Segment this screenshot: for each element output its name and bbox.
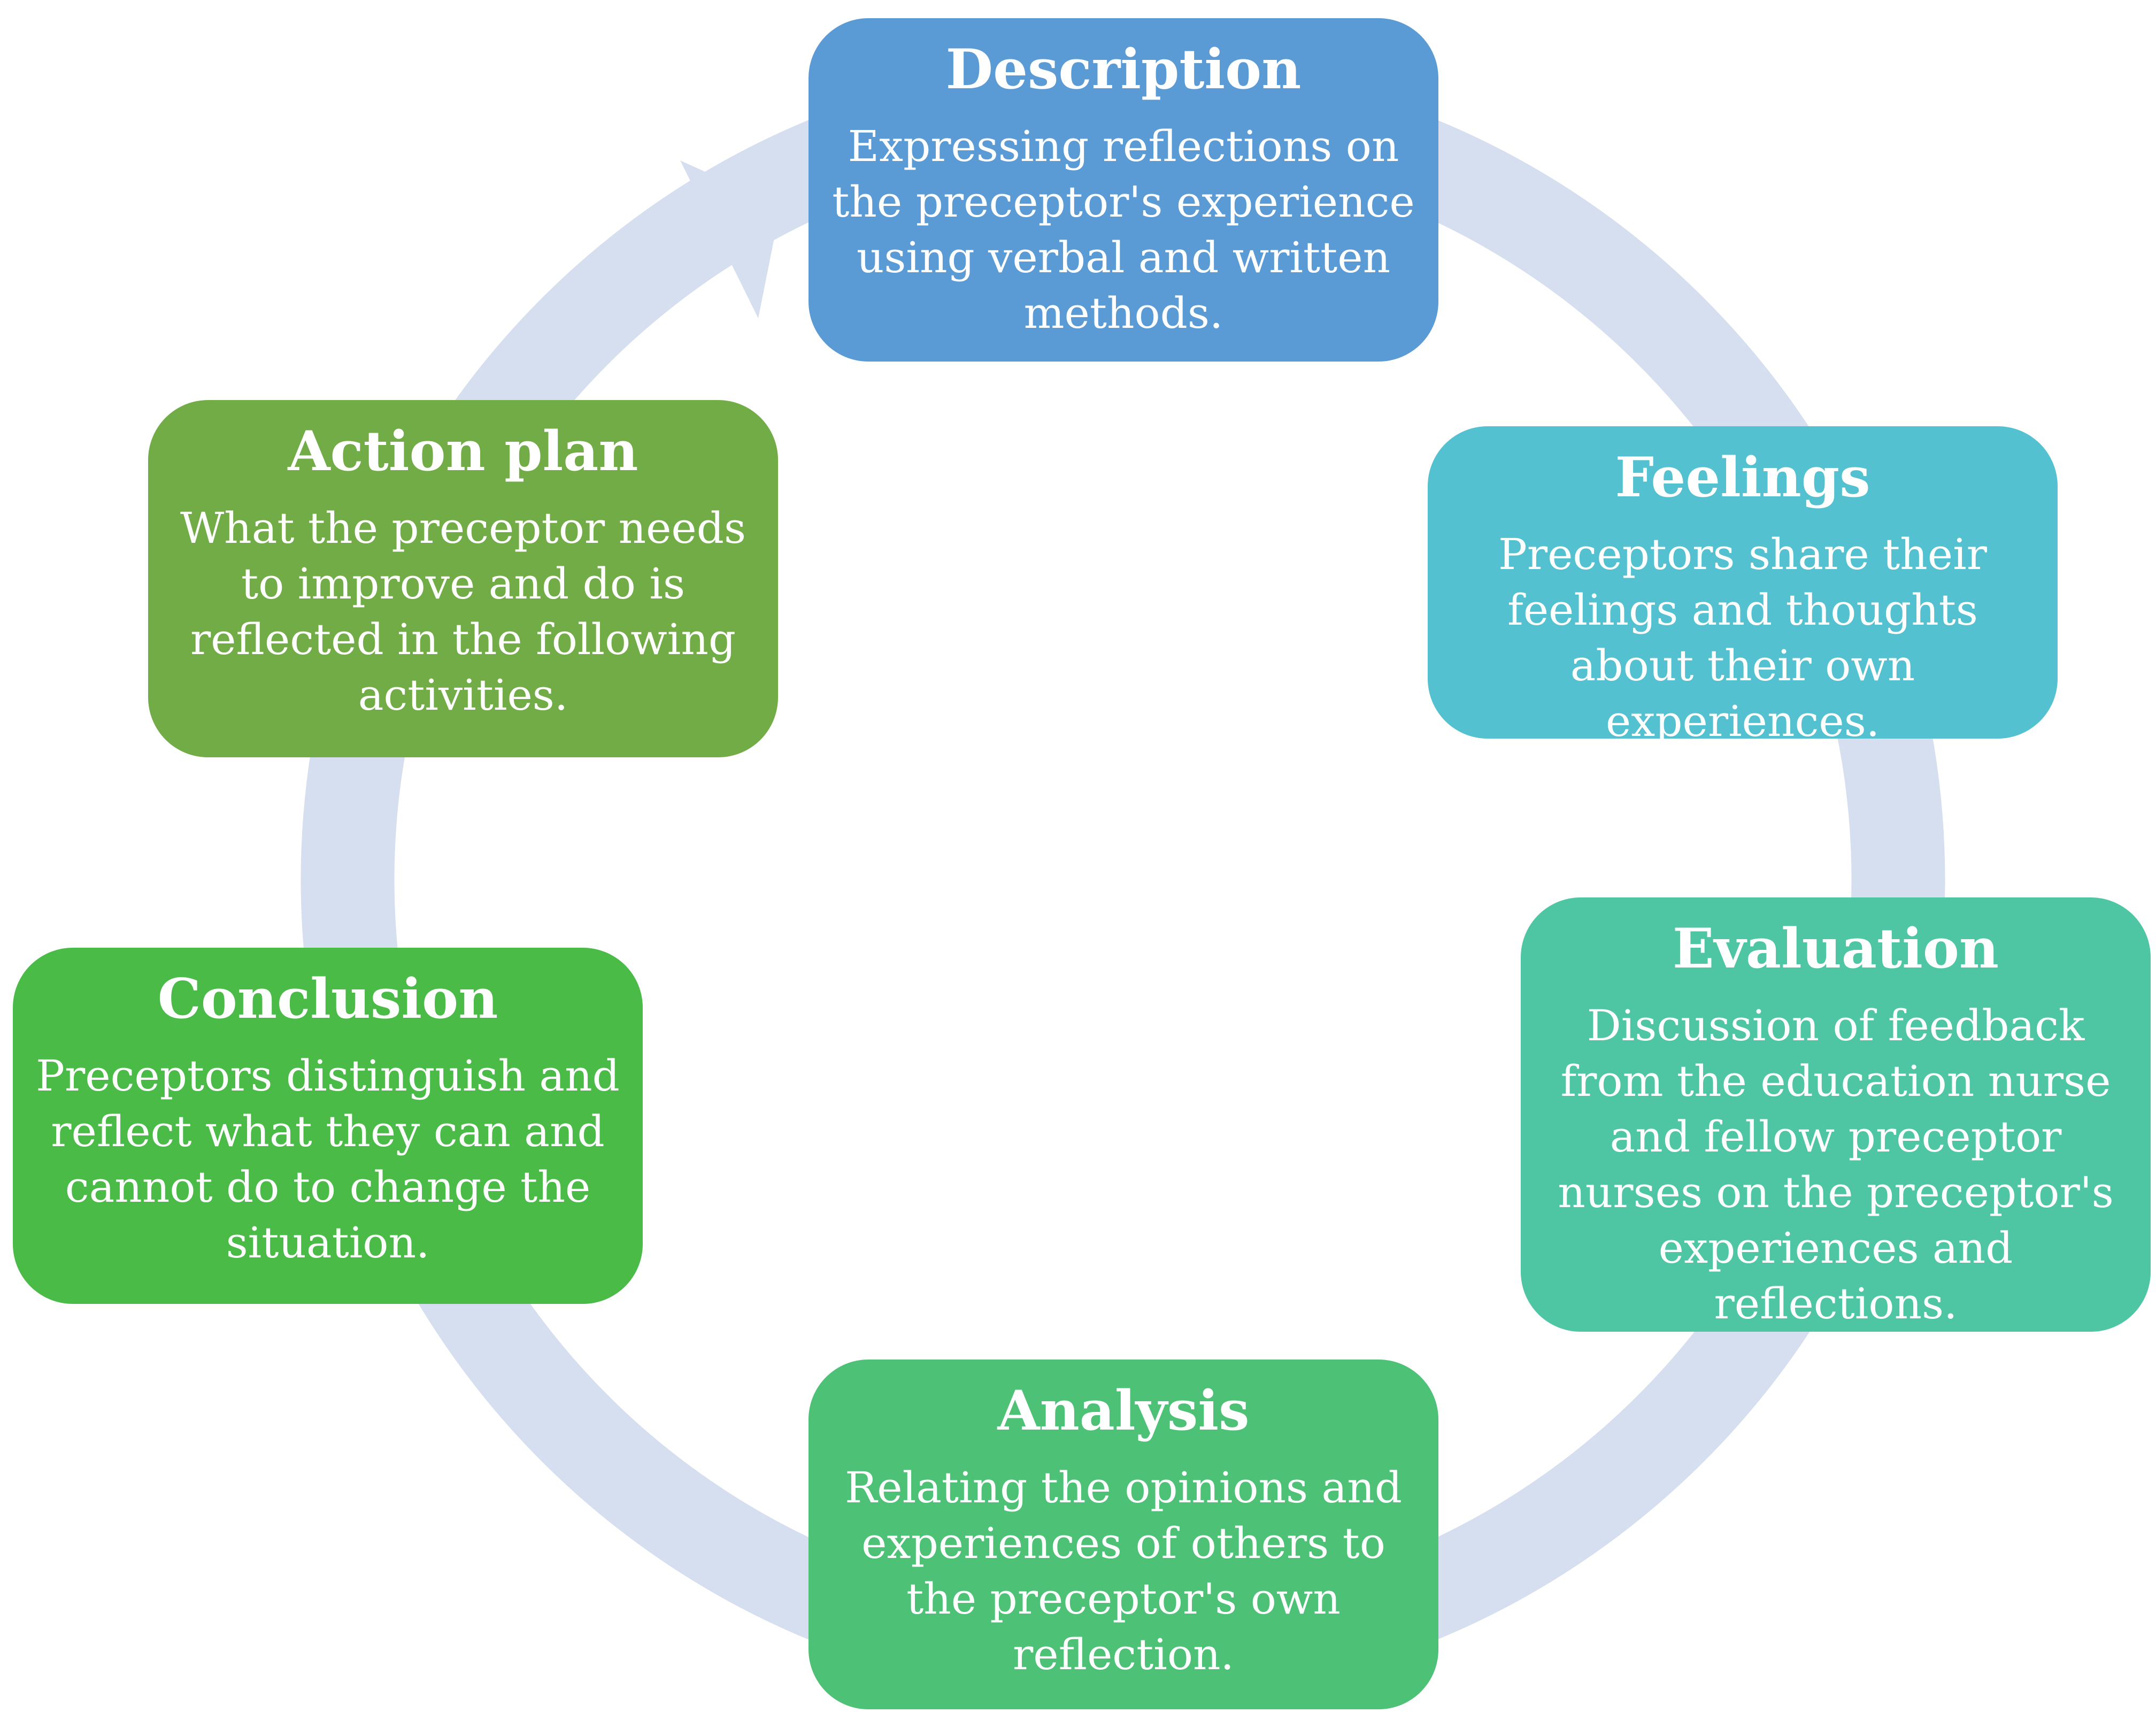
stage-evaluation: Evaluation Discussion of feedback from t… xyxy=(1521,897,2151,1332)
stage-text: Relating the opinions and experiences of… xyxy=(845,1463,1402,1679)
stage-text: Discussion of feedback from the educatio… xyxy=(1558,1001,2114,1329)
stage-text: What the preceptor needs to improve and … xyxy=(180,503,746,720)
stage-feelings: Feelings Preceptors share their feelings… xyxy=(1428,426,2058,746)
stage-action-plan: Action plan What the preceptor needs to … xyxy=(148,400,778,757)
stage-text: Preceptors distinguish and reflect what … xyxy=(36,1051,620,1268)
stage-description: Description Expressing reflections on th… xyxy=(808,18,1438,362)
stage-title: Conclusion xyxy=(157,967,498,1031)
stage-text: Preceptors share their feelings and thou… xyxy=(1498,529,1987,746)
stage-title: Analysis xyxy=(997,1379,1250,1443)
stage-title: Evaluation xyxy=(1672,917,1999,981)
stage-title: Action plan xyxy=(288,419,638,483)
stage-text: Expressing reflections on the preceptor'… xyxy=(832,121,1415,338)
cycle-arrowhead-icon xyxy=(680,160,781,318)
stage-analysis: Analysis Relating the opinions and exper… xyxy=(808,1360,1438,1709)
stage-title: Feelings xyxy=(1615,446,1870,510)
stage-conclusion: Conclusion Preceptors distinguish and re… xyxy=(13,948,643,1304)
stage-title: Description xyxy=(945,37,1302,102)
